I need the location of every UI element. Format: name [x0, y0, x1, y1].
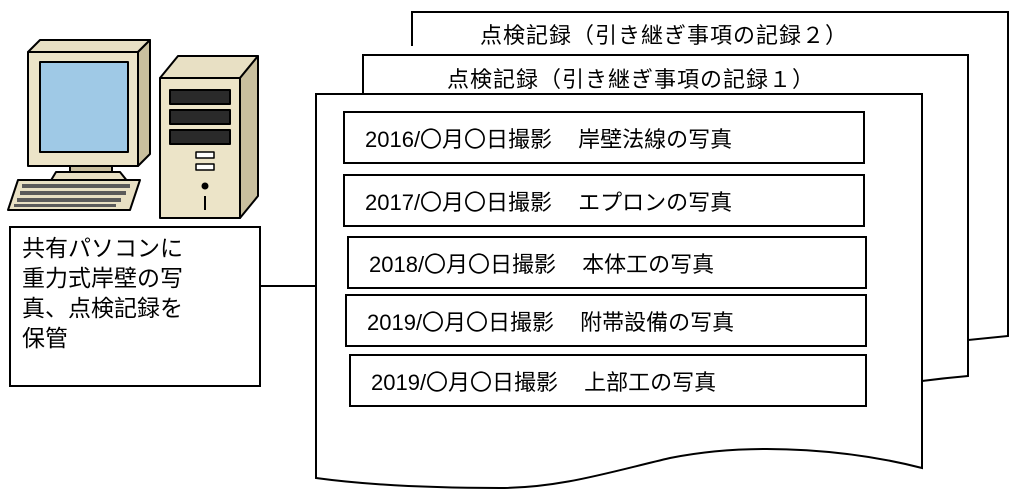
photo-record: 2016/〇月〇日撮影 岸壁法線の写真 [343, 111, 865, 164]
photo-caption: 本体工の写真 [582, 252, 715, 278]
photo-date: 2019/〇月〇日撮影 [371, 369, 559, 395]
photo-date: 2019/〇月〇日撮影 [367, 309, 555, 335]
photo-caption: 附帯設備の写真 [580, 310, 735, 336]
photo-record: 2018/〇月〇日撮影 本体工の写真 [347, 236, 867, 289]
note-line: 真、点検記録を [22, 296, 183, 322]
photo-caption: エプロンの写真 [578, 190, 733, 216]
photo-caption: 岸壁法線の写真 [578, 127, 733, 153]
photo-date: 2016/〇月〇日撮影 [365, 126, 553, 152]
sheet-title-2: 点検記録（引き継ぎ事項の記録２） [480, 24, 849, 49]
photo-record: 2019/〇月〇日撮影 附帯設備の写真 [345, 294, 867, 347]
note-line: 保管 [22, 326, 68, 352]
note-line: 共有パソコンに [22, 236, 183, 262]
computer-icon [7, 39, 259, 219]
note-line: 重力式岸壁の写 [22, 266, 183, 292]
photo-record: 2017/〇月〇日撮影 エプロンの写真 [343, 174, 865, 227]
photo-record: 2019/〇月〇日撮影 上部工の写真 [349, 354, 867, 407]
photo-caption: 上部工の写真 [584, 370, 717, 396]
photo-date: 2018/〇月〇日撮影 [369, 251, 557, 277]
storage-note: 共有パソコンに 重力式岸壁の写 真、点検記録を 保管 [9, 226, 261, 387]
photo-date: 2017/〇月〇日撮影 [365, 189, 553, 215]
sheet-title-1: 点検記録（引き継ぎ事項の記録１） [447, 68, 816, 93]
